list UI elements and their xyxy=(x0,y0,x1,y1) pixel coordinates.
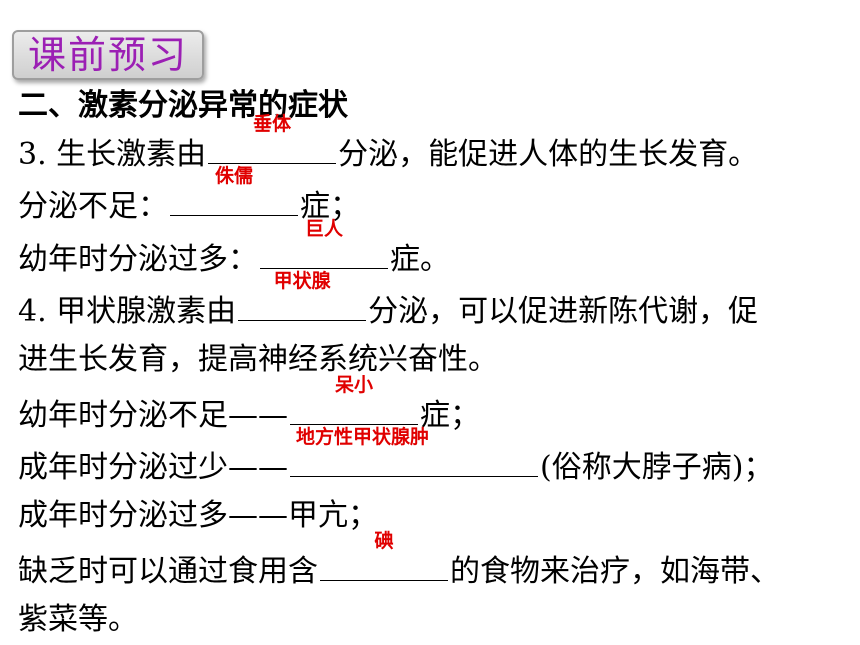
answer-text: 垂体 xyxy=(253,113,292,135)
text-line-8: 成年时分泌过多——甲亢； xyxy=(18,496,848,536)
section-badge-label: 课前预习 xyxy=(27,33,188,77)
text-line-7: 成年时分泌过少—— 地方性甲状腺肿 (俗称大脖子病)； xyxy=(18,426,848,485)
section-heading: 二、激素分泌异常的症状 xyxy=(18,88,348,123)
text-line-5: 进生长发育，提高神经系统兴奋性。 xyxy=(18,340,848,380)
answer-text: 地方性甲状腺肿 xyxy=(296,426,430,448)
answer-text: 侏儒 xyxy=(214,165,253,187)
text-line-10: 紫菜等。 xyxy=(18,600,848,640)
section-badge: 课前预习 xyxy=(12,30,204,80)
line-text: 成年时分泌过多——甲亢； xyxy=(18,498,378,533)
text-line-2: 分泌不足： 侏儒症； xyxy=(18,165,848,224)
answer-text: 巨人 xyxy=(304,218,343,240)
line-text: 进生长发育，提高神经系统兴奋性。 xyxy=(18,342,498,377)
line-text: 分泌不足： xyxy=(18,189,168,224)
answer-blank: 侏儒 xyxy=(170,165,298,216)
line-text: 分泌，能促进人体的生长发育。 xyxy=(338,137,759,172)
line-text: 4. 甲状腺激素由 xyxy=(18,294,237,329)
answer-text: 碘 xyxy=(374,530,394,552)
answer-text: 甲状腺 xyxy=(273,270,331,292)
line-text: 3. 生长激素由 xyxy=(18,137,207,172)
line-text: 紫菜等。 xyxy=(18,602,138,637)
text-line-4: 4. 甲状腺激素由 甲状腺分泌，可以促进新陈代谢，促 xyxy=(18,270,848,329)
line-text: 幼年时分泌不足—— xyxy=(18,398,288,433)
line-text: 症； xyxy=(420,398,480,433)
line-text: (俗称大脖子病)； xyxy=(540,450,774,485)
text-line-9: 缺乏时可以通过食用含 碘的食物来治疗，如海带、 xyxy=(18,530,848,589)
answer-blank: 甲状腺 xyxy=(238,270,367,321)
answer-blank: 巨人 xyxy=(260,218,388,269)
answer-blank: 呆小 xyxy=(290,374,418,425)
answer-blank: 地方性甲状腺肿 xyxy=(290,426,538,477)
line-text: 成年时分泌过少—— xyxy=(18,450,288,485)
answer-blank: 碘 xyxy=(320,530,448,581)
text-line-1: 3. 生长激素由 垂体分泌，能促进人体的生长发育。 xyxy=(18,113,848,172)
text-line-6: 幼年时分泌不足—— 呆小症； xyxy=(18,374,848,433)
line-text: 幼年时分泌过多： xyxy=(18,242,258,277)
line-text: 症； xyxy=(300,189,360,224)
line-text: 缺乏时可以通过食用含 xyxy=(18,554,318,589)
line-text: 分泌，可以促进新陈代谢，促 xyxy=(368,294,759,329)
line-text: 的食物来治疗，如海带、 xyxy=(450,554,780,589)
line-text: 症。 xyxy=(390,242,450,277)
text-line-3: 幼年时分泌过多： 巨人症。 xyxy=(18,218,848,277)
answer-text: 呆小 xyxy=(334,374,373,396)
answer-blank: 垂体 xyxy=(208,113,337,164)
